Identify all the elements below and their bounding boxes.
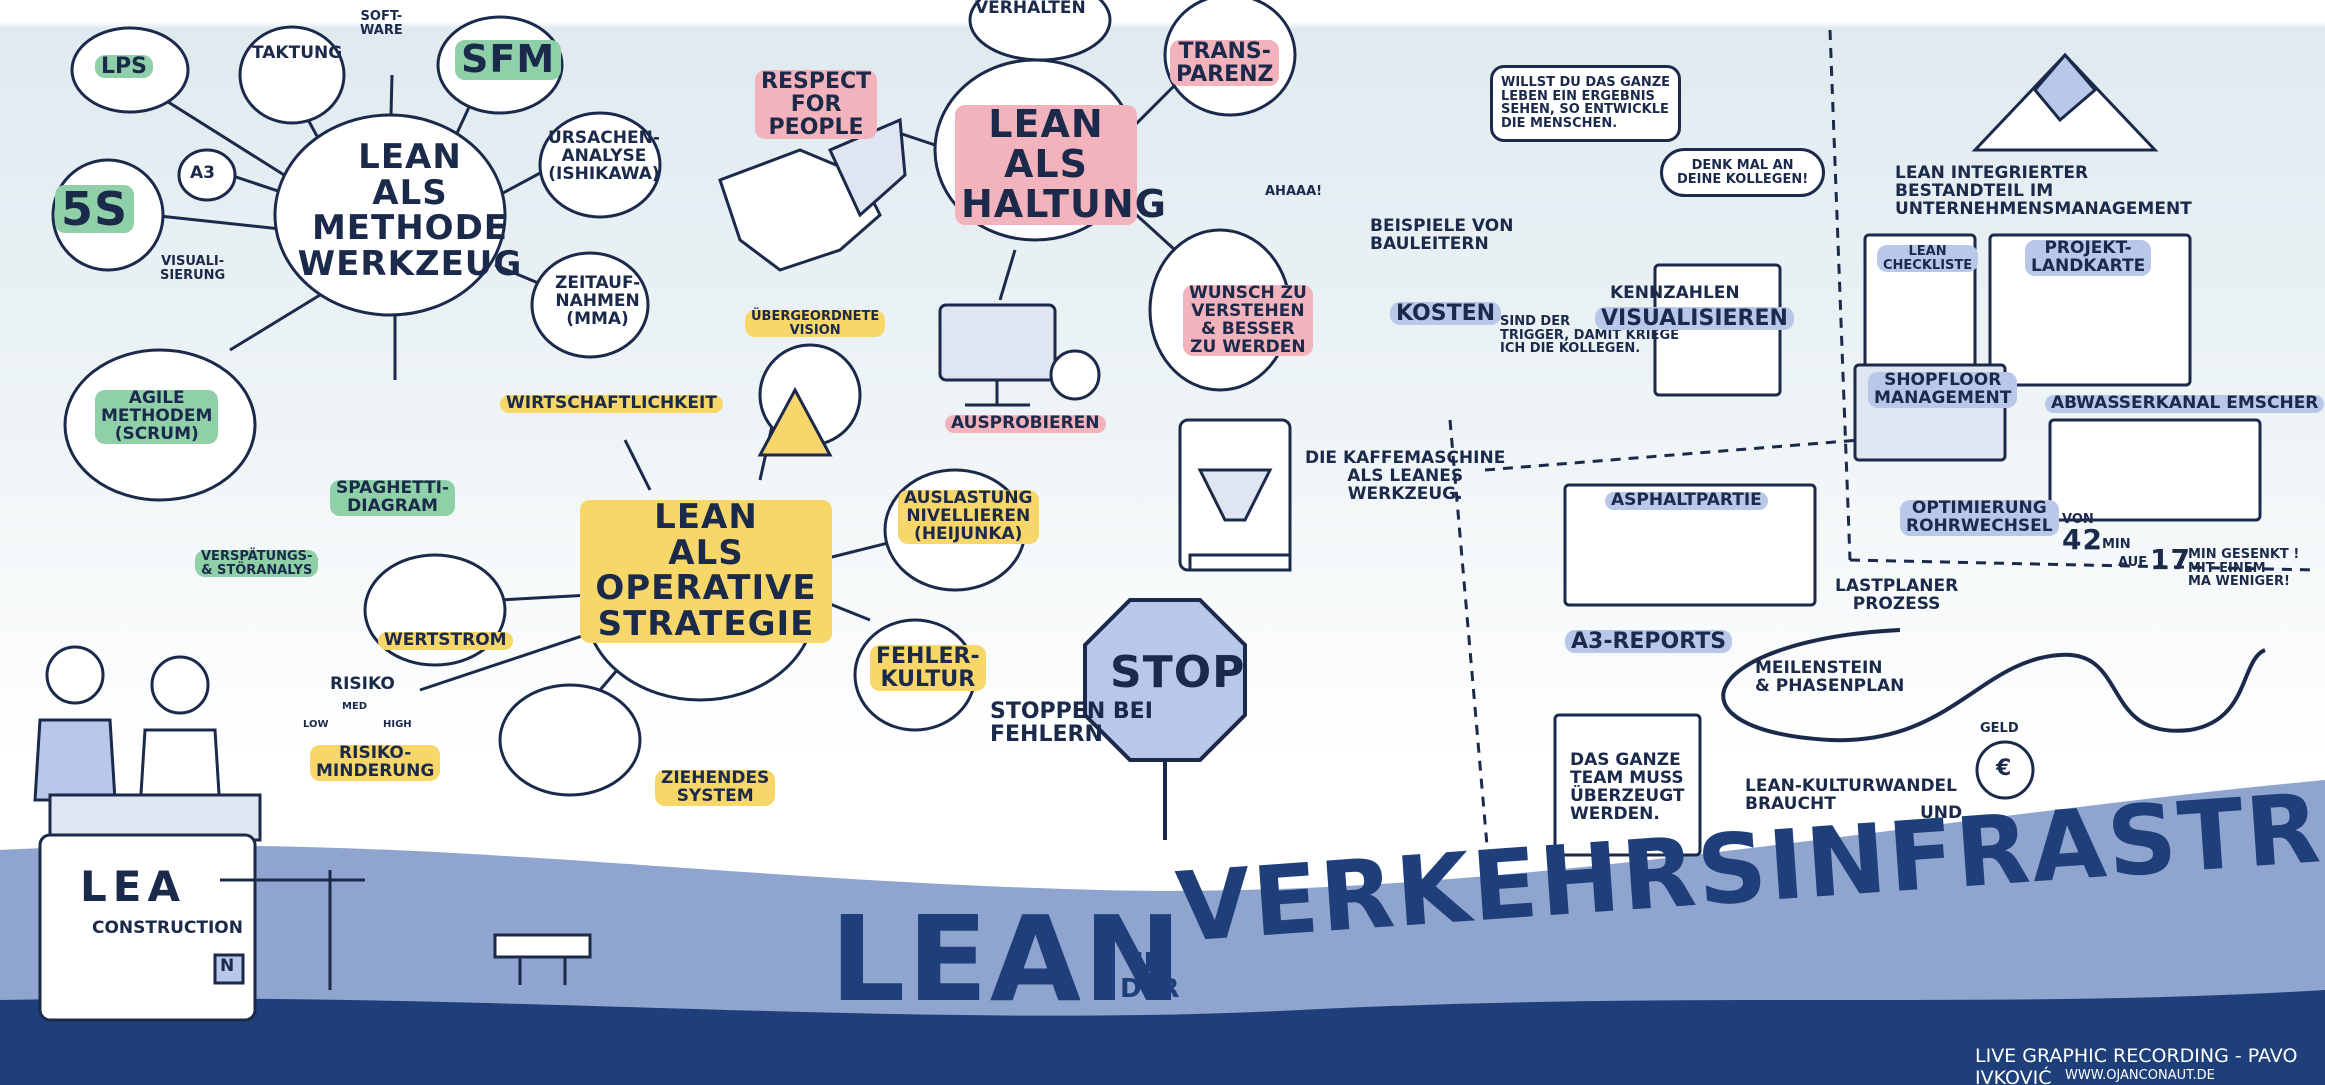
- ziehendes-label: ZIEHENDES SYSTEM: [655, 769, 776, 806]
- coffee-machine-illustration: [1178, 418, 1292, 572]
- abwasser-label: ABWASSERKANAL EMSCHER: [2045, 394, 2325, 413]
- sfm-label: SFM: [455, 39, 562, 80]
- zeitaufnahmen-label: ZEITAUF- NAHMEN (MMA): [555, 273, 641, 329]
- a3-label: A3: [190, 163, 215, 183]
- transparenz-label: TRANS- PARENZ: [1170, 40, 1280, 86]
- spaghetti-label: SPAGHETTI- DIAGRAM: [330, 479, 456, 516]
- min-label: MIN: [2102, 537, 2131, 552]
- construction-skyline: [220, 870, 592, 990]
- vision-label: ÜBERGEORDNETE VISION: [745, 310, 886, 338]
- kaffee-label: DIE KAFFEMASCHINE ALS LEANES WERKZEUG.: [1305, 448, 1506, 504]
- optimierung-label: OPTIMIERUNG ROHRWECHSEL: [1900, 499, 2059, 536]
- minutes-42: 42: [2062, 523, 2103, 556]
- wirtschaft-label: WIRTSCHAFTLICHKEIT: [500, 394, 723, 413]
- von-label: VON: [2062, 512, 2094, 527]
- projektlandkarte-label: PROJEKT- LANDKARTE: [2025, 239, 2152, 276]
- risk-low-label: LOW: [303, 719, 329, 730]
- wunsch-label: WUNSCH ZU VERSTEHEN & BESSER ZU WERDEN: [1183, 284, 1313, 357]
- visualisieren-label: VISUALISIEREN: [1595, 307, 1794, 330]
- credit-text: LIVE GRAPHIC RECORDING - PAVO IVKOVIĆ: [1975, 1045, 2298, 1085]
- taktung-label: TAKTUNG: [252, 43, 343, 63]
- 5s-label: 5S: [55, 185, 135, 233]
- credit-url: WWW.OJANCONAUT.DE: [2065, 1068, 2215, 1083]
- asphalt-label: ASPHALTPARTIE: [1605, 491, 1768, 510]
- lastplaner-label: LASTPLANER PROZESS: [1835, 576, 1959, 614]
- lps-label: LPS: [95, 55, 153, 78]
- risiko-label: RISIKO: [330, 674, 395, 694]
- ausprobieren-label: AUSPROBIEREN: [945, 414, 1106, 433]
- lea-sign-text: LEA: [80, 862, 186, 911]
- meilenstein-label: MEILENSTEIN & PHASENPLAN: [1755, 658, 1905, 696]
- visualisierung-label: VISUALI- SIERUNG: [160, 254, 226, 283]
- wertstrom-label: WERTSTROM: [378, 631, 513, 650]
- lea-construction-sign: [38, 833, 257, 1022]
- kennzahlen-label: KENNZAHLEN: [1610, 283, 1740, 303]
- geld-label: GELD: [1980, 721, 2019, 736]
- risikominderung-label: RISIKO- MINDERUNG: [310, 744, 441, 781]
- kultur-label: LEAN-KULTURWANDEL BRAUCHT: [1745, 776, 1958, 814]
- fehlerkultur-label: FEHLER- KULTUR: [870, 645, 986, 691]
- shopfloor-label: SHOPFLOOR MANAGEMENT: [1868, 371, 2018, 408]
- gesenkt-label: MIN GESENKT ! MIT EINEM MA WENIGER!: [2188, 547, 2300, 590]
- stop-sign: [1083, 598, 1247, 840]
- operativ-title: LEAN ALS OPERATIVE STRATEGIE: [580, 499, 832, 643]
- lastplaner-roadmap: [1721, 628, 2266, 743]
- ursachen-label: URSACHEN- ANALYSE (ISHIKAWA): [548, 128, 660, 184]
- stoppen-label: STOPPEN BEI FEHLERN: [990, 699, 1153, 748]
- methode-title: LEAN ALS METHODE WERKZEUG: [297, 137, 523, 285]
- speech-bubble-2: DENK MAL AN DEINE KOLLEGEN!: [1660, 148, 1826, 198]
- checkliste-label: LEAN CHECKLISTE: [1877, 245, 1979, 273]
- kosten-label: KOSTEN: [1390, 302, 1502, 325]
- team-people-illustration: [33, 645, 262, 842]
- auf-label: AUF: [2118, 555, 2148, 570]
- speech-bubble-1: WILLST DU DAS GANZE LEBEN EIN ERGEBNIS S…: [1490, 65, 1682, 142]
- section-dividers: [1448, 29, 2316, 881]
- minutes-17: 17: [2150, 543, 2191, 576]
- kosten-text: SIND DER TRIGGER, DAMIT KRIEGE ICH DIE K…: [1500, 314, 1680, 357]
- a3reports-label: A3-REPORTS: [1565, 630, 1733, 653]
- ahaaa-label: AHAAA!: [1265, 184, 1323, 199]
- checklist-screen: [938, 303, 1101, 407]
- title-lean: LEAN: [830, 890, 1184, 1028]
- construction-sign-text: CONSTRUCTION: [92, 918, 243, 938]
- stop-label: STOP: [1110, 647, 1246, 698]
- respect-label: RESPECT FOR PEOPLE: [755, 70, 878, 139]
- verhalten-label: VERHALTEN: [975, 0, 1086, 18]
- pyramid-illustration: [757, 52, 2159, 457]
- footer-dark-band: [0, 990, 2325, 1085]
- integration-text: LEAN INTEGRIERTER BESTANDTEIL IM UNTERNE…: [1895, 163, 2192, 219]
- handshake-illustration: [718, 117, 907, 272]
- risk-high-label: HIGH: [383, 719, 412, 730]
- und-label: UND: [1920, 803, 1963, 823]
- software-label: SOFT- WARE: [360, 9, 403, 38]
- agile-label: AGILE METHODEM (SCRUM): [95, 389, 219, 444]
- haltung-title: LEAN ALS HALTUNG: [955, 104, 1166, 225]
- auslastung-label: AUSLASTUNG NIVELLIEREN (HEIJUNKA): [898, 489, 1039, 544]
- n-sign-text: N: [220, 956, 235, 976]
- money-bag-icon: [1975, 740, 2035, 800]
- euro-symbol: €: [1996, 756, 2012, 781]
- beispiele-label: BEISPIELE VON BAULEITERN: [1370, 216, 1514, 254]
- verspaetung-label: VERSPÄTUNGS- & STÖRANALYS: [195, 550, 319, 578]
- risk-med-label: MED: [342, 701, 368, 712]
- title-in-der: IN DER: [1120, 948, 1180, 1004]
- team-label: DAS GANZE TEAM MUSS ÜBERZEUGT WERDEN.: [1570, 750, 1685, 824]
